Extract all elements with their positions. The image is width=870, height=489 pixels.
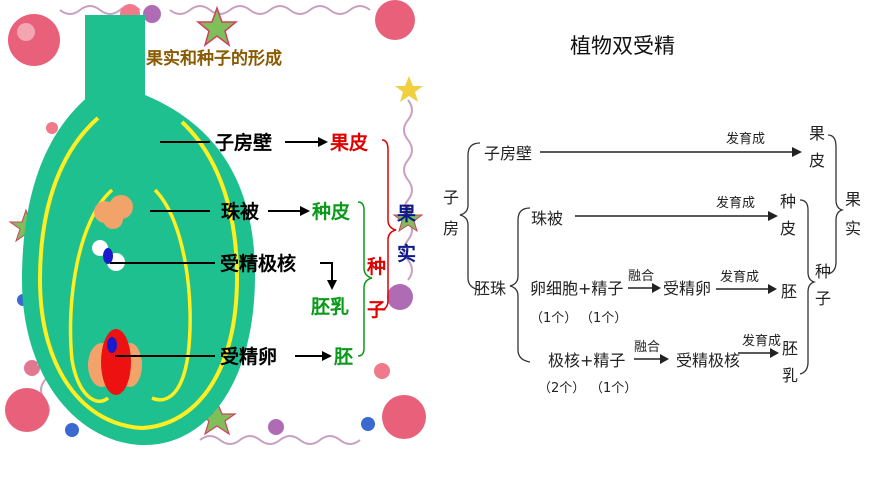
- label-ovary-wall: 子房壁: [215, 131, 272, 154]
- develops-label-4: 发育成: [742, 333, 781, 349]
- fusion-label-2: 融合: [634, 340, 660, 355]
- decor-ball-pink: [46, 122, 58, 134]
- arrowhead: [792, 147, 802, 157]
- decor-star: [195, 5, 239, 47]
- arrowhead: [768, 211, 778, 221]
- decor-ball-red: [382, 395, 426, 439]
- sperm-nucleus: [103, 248, 113, 264]
- fertilized-egg-cell: [101, 329, 131, 395]
- right-title: 植物双受精: [570, 34, 675, 58]
- brace-seed-right: [799, 199, 817, 375]
- decor-star: [392, 203, 424, 233]
- egg-nucleus: [107, 337, 117, 353]
- brace-seed: [357, 201, 373, 357]
- label-pericarp: 果皮: [329, 131, 368, 154]
- integument-outline: [68, 188, 192, 403]
- fusion-label-1: 融合: [628, 269, 654, 284]
- node-endosperm-char2: 乳: [782, 366, 798, 385]
- develops-label-3: 发育成: [720, 269, 759, 285]
- sperm-count-2: （1个）: [590, 381, 637, 396]
- label-fertilized-polar-nuclei: 受精极核: [220, 252, 296, 275]
- arrowhead: [318, 137, 328, 147]
- arrowhead: [327, 280, 337, 290]
- node-ovary-wall: 子房壁: [484, 144, 532, 163]
- polar-count: （2个）: [538, 381, 585, 396]
- decor-ball-highlight: [17, 23, 35, 41]
- right-panel: 植物双受精 子 房 子房 子房壁 发育成 果 皮 果皮 胚珠 珠被 发育成 种 …: [443, 34, 861, 396]
- decor-ball-red: [8, 14, 60, 66]
- node-ovule: 胚珠: [474, 279, 506, 298]
- node-seed-char2: 子: [815, 289, 831, 308]
- node-seed-char1: 种: [815, 262, 831, 281]
- node-egg-sperm: 卵细胞+精子: [530, 279, 623, 298]
- label-embryo: 胚: [333, 346, 353, 368]
- label-endosperm: 胚乳: [310, 295, 349, 318]
- arrowhead: [322, 351, 332, 361]
- decor-ball-purple: [387, 284, 413, 310]
- node-fruit-char1: 果: [845, 190, 861, 209]
- decor-ball-purple: [143, 5, 161, 23]
- arrowhead: [652, 283, 661, 293]
- node-embryo: 胚: [781, 282, 797, 301]
- decor-ball-pink: [24, 360, 40, 376]
- node-fertilized-polar: 受精极核: [676, 351, 740, 370]
- develops-label-2: 发育成: [716, 195, 755, 211]
- brace-fruit: [381, 139, 397, 311]
- node-polar-sperm: 极核+精子: [548, 351, 625, 370]
- arrowhead: [768, 284, 777, 294]
- decor-ball-red: [375, 0, 415, 40]
- decor-star: [395, 76, 423, 102]
- pistil-style: [85, 15, 145, 110]
- arrowhead: [770, 348, 779, 358]
- ovary-body: [22, 95, 255, 445]
- left-title: 果实和种子的形成: [146, 48, 282, 69]
- node-pericarp-char2: 皮: [809, 151, 825, 170]
- brace-fruit-right: [827, 134, 845, 275]
- left-panel: 果实和种子的形成 子房壁 果皮 珠被 种皮 受精极核 胚乳 受精卵 胚 种 子 …: [2, 0, 432, 455]
- label-fruit-char1: 果: [396, 203, 416, 225]
- node-seed-coat-char2: 皮: [780, 219, 796, 238]
- arrowhead: [660, 354, 669, 364]
- decor-ball-purple: [268, 419, 284, 435]
- decor-ball-pink: [374, 363, 390, 379]
- node-ovary-char2: 房: [443, 219, 459, 238]
- node-fruit-char2: 实: [845, 219, 861, 238]
- node-seed-coat-char1: 种: [780, 192, 796, 211]
- label-seed-char2: 子: [367, 299, 386, 321]
- decor-ball-blue: [361, 417, 375, 431]
- brace-ovary: [459, 142, 481, 291]
- node-pericarp-char1: 果: [809, 124, 825, 143]
- node-integument: 珠被: [531, 209, 563, 228]
- synergid-cell: [103, 209, 123, 229]
- label-seed-char1: 种: [366, 256, 386, 278]
- label-fruit-char2: 实: [397, 242, 416, 265]
- label-seed-coat: 种皮: [311, 200, 350, 223]
- decor-ball-blue: [65, 423, 79, 437]
- node-ovary-char1: 子: [443, 188, 459, 207]
- sperm-count-1: （1个）: [580, 311, 627, 326]
- label-fertilized-egg: 受精卵: [220, 345, 277, 368]
- label-integument: 珠被: [221, 200, 259, 223]
- decor-ball-red: [5, 388, 49, 432]
- develops-label-1: 发育成: [726, 131, 765, 147]
- arrow-shaft: [320, 262, 333, 282]
- arrowhead: [300, 206, 310, 216]
- egg-count: （1个）: [530, 311, 577, 326]
- node-endosperm-char1: 胚: [782, 339, 798, 358]
- node-fertilized-egg: 受精卵: [663, 279, 711, 298]
- brace-ovule: [509, 207, 531, 363]
- frame-squiggle-bottom: [199, 435, 361, 445]
- ovary-wall-outline: [37, 116, 240, 431]
